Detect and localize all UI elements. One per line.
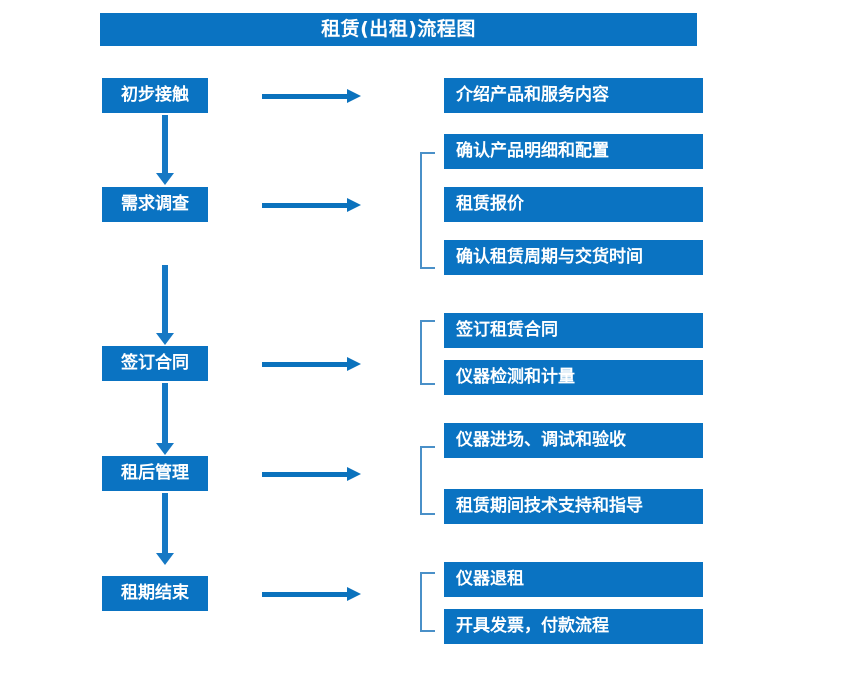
connector-shaft (162, 383, 168, 443)
detail-box-2-1[interactable]: 确认产品明细和配置 (444, 134, 703, 169)
detail-box-3-1[interactable]: 签订租赁合同 (444, 313, 703, 348)
connector-shaft (162, 115, 168, 173)
flow-connector-4-5 (155, 493, 175, 565)
detail-label-5-1: 仪器退租 (456, 569, 524, 589)
connector-shaft (162, 265, 168, 333)
detail-label-5-2: 开具发票，付款流程 (456, 616, 609, 636)
connector-arrow-head-icon (156, 443, 174, 455)
detail-label-4-1: 仪器进场、调试和验收 (456, 430, 626, 450)
flow-arrow-right-4 (262, 466, 361, 482)
arrow-head-icon (347, 587, 361, 601)
connector-arrow-head-icon (156, 333, 174, 345)
arrow-shaft (262, 472, 348, 477)
arrow-shaft (262, 94, 348, 99)
diagram-title-text: 租赁(出租)流程图 (321, 18, 476, 40)
detail-box-3-2[interactable]: 仪器检测和计量 (444, 360, 703, 395)
arrow-head-icon (347, 467, 361, 481)
detail-label-1-1: 介绍产品和服务内容 (456, 85, 609, 105)
group-bracket-3 (420, 320, 435, 385)
stage-box-5[interactable]: 租期结束 (102, 576, 208, 611)
stage-label-2: 需求调查 (121, 194, 189, 214)
connector-shaft (162, 493, 168, 553)
arrow-shaft (262, 203, 348, 208)
arrow-head-icon (347, 198, 361, 212)
group-bracket-5 (420, 572, 435, 632)
flow-connector-1-2 (155, 115, 175, 185)
flow-arrow-right-1 (262, 88, 361, 104)
detail-box-2-3[interactable]: 确认租赁周期与交货时间 (444, 240, 703, 275)
arrow-head-icon (347, 357, 361, 371)
arrow-shaft (262, 362, 348, 367)
flow-connector-3-4 (155, 383, 175, 455)
detail-label-2-2: 租赁报价 (456, 194, 524, 214)
connector-arrow-head-icon (156, 173, 174, 185)
flow-connector-2-3 (155, 265, 175, 345)
detail-box-5-1[interactable]: 仪器退租 (444, 562, 703, 597)
stage-label-3: 签订合同 (121, 353, 189, 373)
detail-label-3-1: 签订租赁合同 (456, 320, 558, 340)
stage-box-2[interactable]: 需求调查 (102, 187, 208, 222)
detail-box-1-1[interactable]: 介绍产品和服务内容 (444, 78, 703, 113)
flow-arrow-right-3 (262, 356, 361, 372)
stage-box-1[interactable]: 初步接触 (102, 78, 208, 113)
flow-arrow-right-2 (262, 197, 361, 213)
stage-label-1: 初步接触 (121, 85, 189, 105)
detail-box-4-1[interactable]: 仪器进场、调试和验收 (444, 423, 703, 458)
arrow-shaft (262, 592, 348, 597)
detail-box-2-2[interactable]: 租赁报价 (444, 187, 703, 222)
detail-box-4-2[interactable]: 租赁期间技术支持和指导 (444, 489, 703, 524)
flow-arrow-right-5 (262, 586, 361, 602)
detail-box-5-2[interactable]: 开具发票，付款流程 (444, 609, 703, 644)
stage-box-4[interactable]: 租后管理 (102, 456, 208, 491)
diagram-title-banner: 租赁(出租)流程图 (100, 13, 697, 46)
group-bracket-2 (420, 152, 435, 269)
stage-label-4: 租后管理 (121, 463, 189, 483)
group-bracket-4 (420, 446, 435, 515)
detail-label-2-3: 确认租赁周期与交货时间 (456, 247, 643, 267)
detail-label-3-2: 仪器检测和计量 (456, 367, 575, 387)
connector-arrow-head-icon (156, 553, 174, 565)
arrow-head-icon (347, 89, 361, 103)
detail-label-4-2: 租赁期间技术支持和指导 (456, 496, 643, 516)
stage-label-5: 租期结束 (121, 583, 189, 603)
stage-box-3[interactable]: 签订合同 (102, 346, 208, 381)
detail-label-2-1: 确认产品明细和配置 (456, 141, 609, 161)
